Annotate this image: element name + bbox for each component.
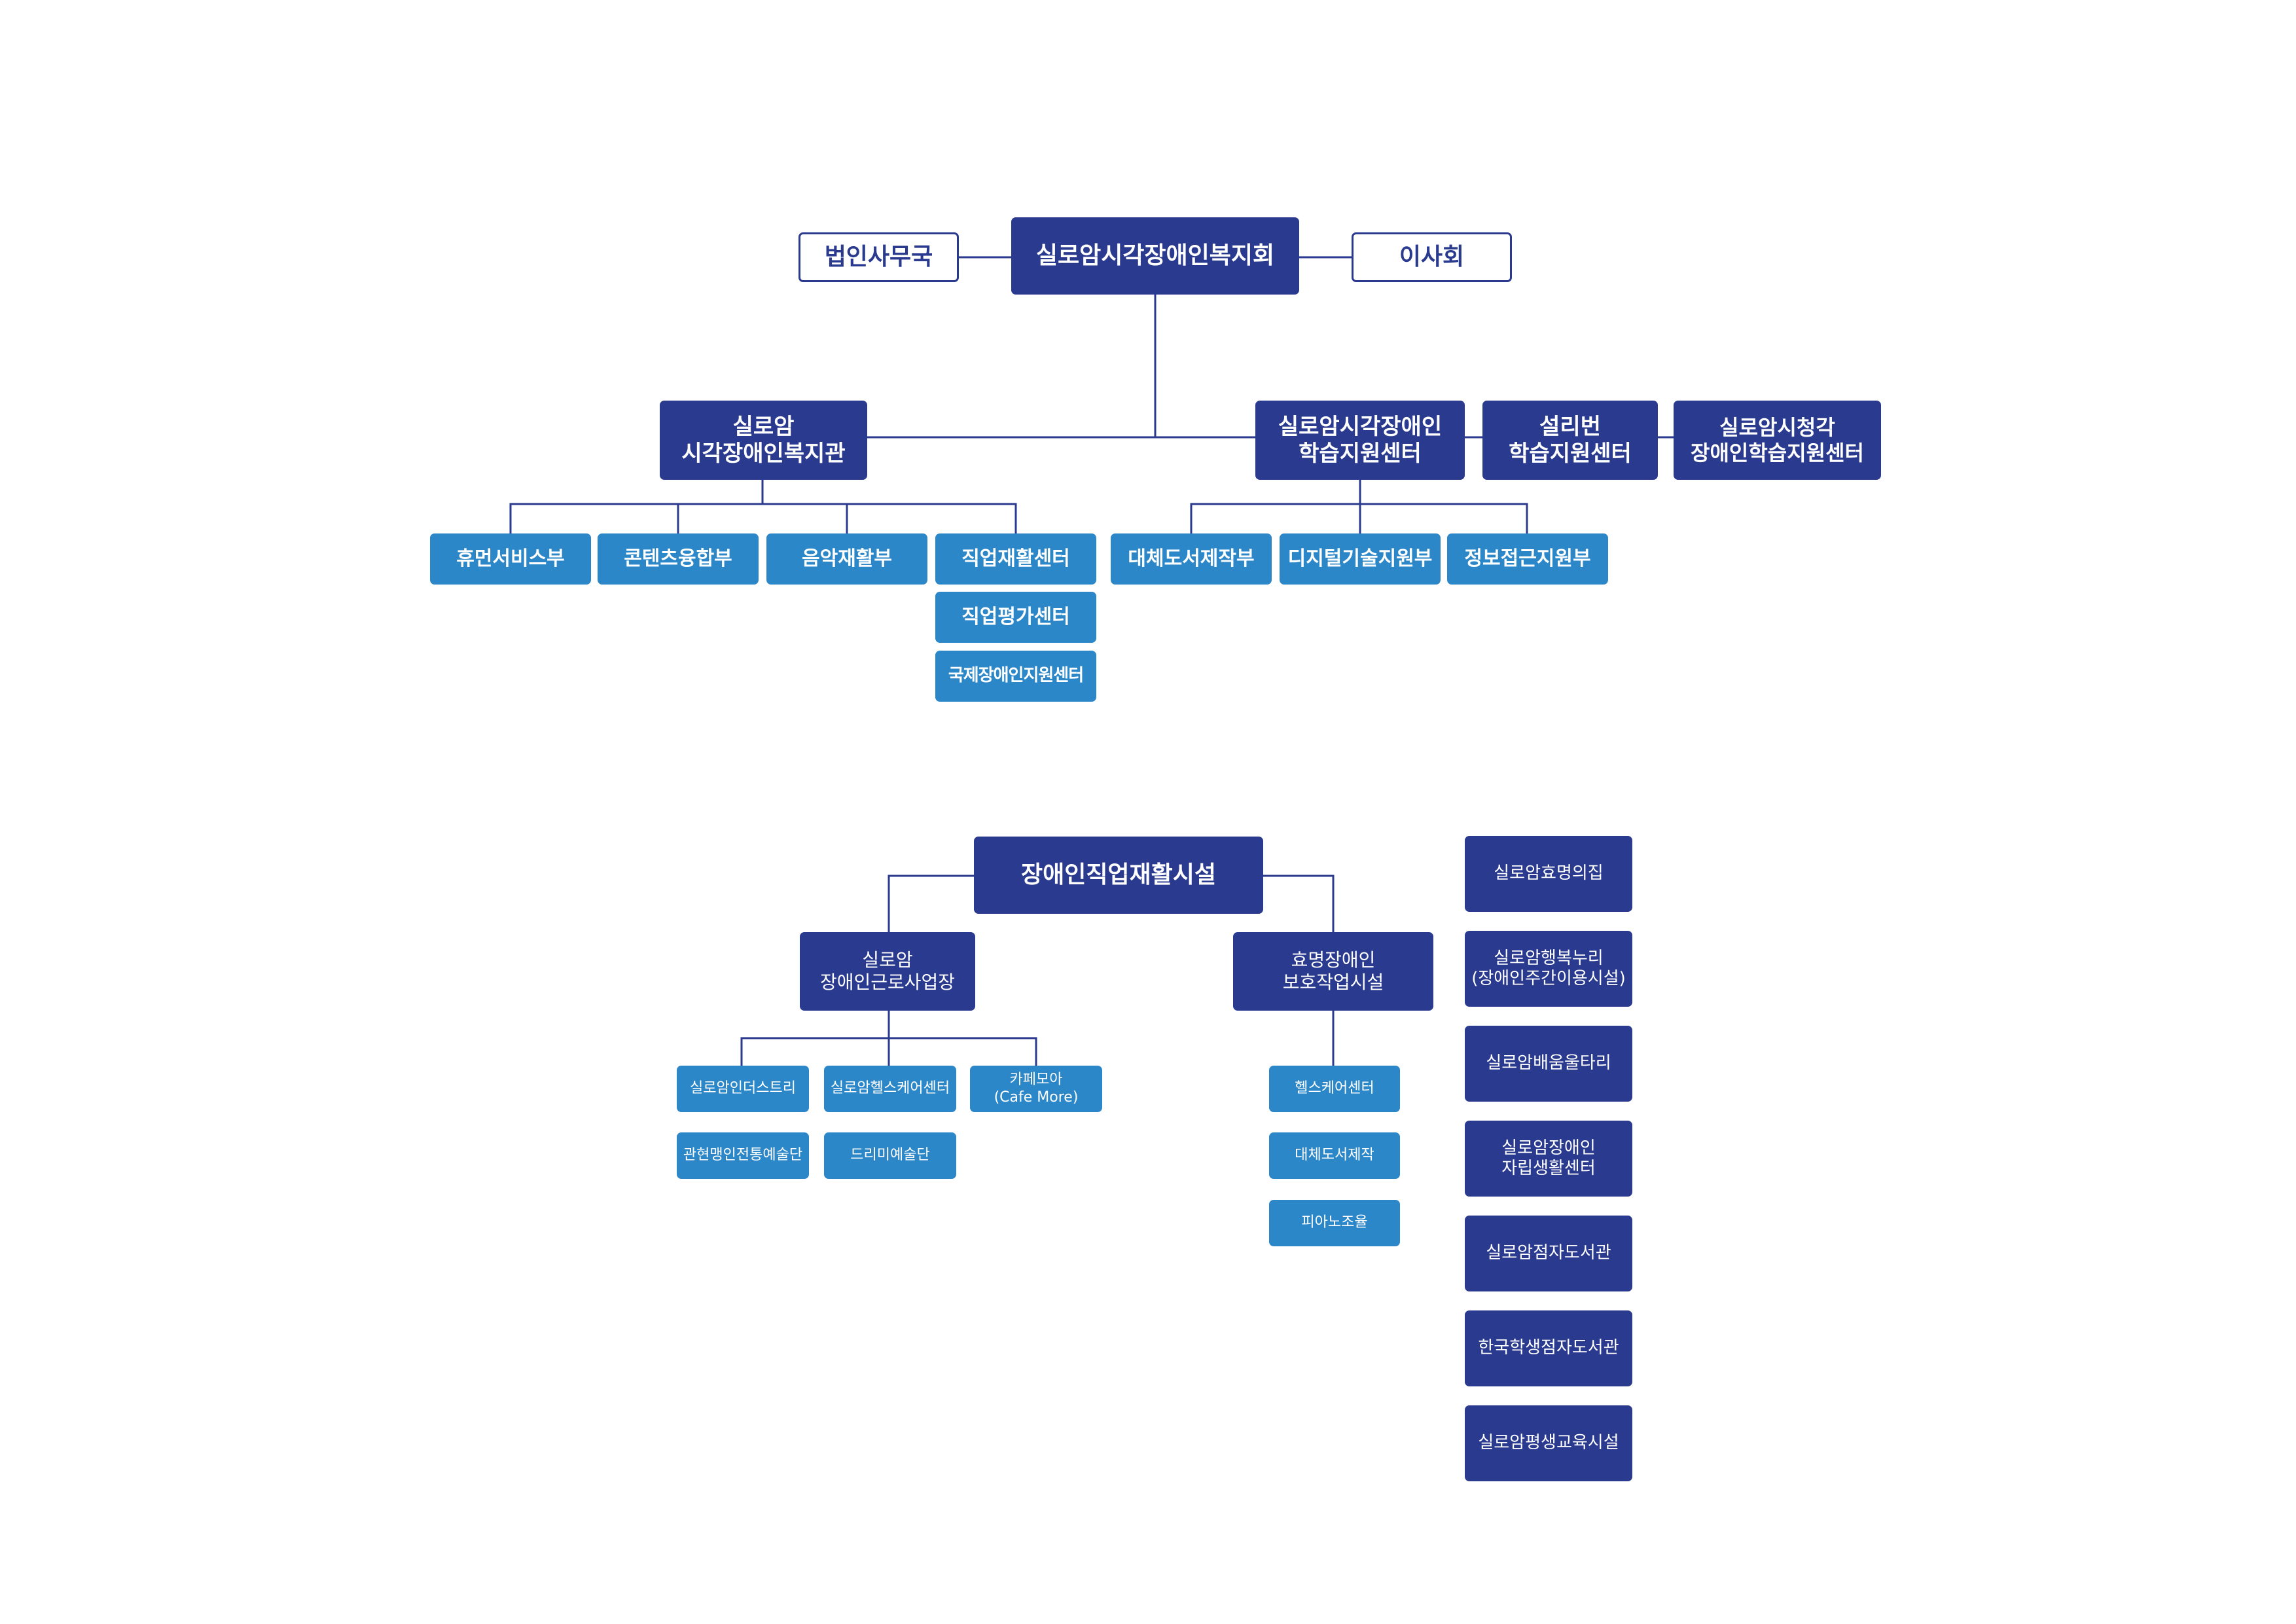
node-learning-support-center: 실로암시각장애인 학습지원센터 [1255, 401, 1465, 480]
node-corporate-office: 법인사무국 [798, 232, 959, 282]
node-alt-books-production: 대체도서제작 [1269, 1132, 1400, 1179]
node-healthcare-center: 헬스케어센터 [1269, 1066, 1400, 1112]
node-independent-living-center: 실로암장애인 자립생활센터 [1465, 1121, 1632, 1197]
node-board-of-directors: 이사회 [1352, 232, 1512, 282]
node-piano-tuning: 피아노조율 [1269, 1200, 1400, 1246]
node-human-services-dept: 휴먼서비스부 [430, 533, 591, 585]
node-cafe-more: 카페모아 (Cafe More) [970, 1066, 1102, 1112]
node-happiness-nuri: 실로암행복누리 (장애인주간이용시설) [1465, 931, 1632, 1007]
node-siloam-industry: 실로암인더스트리 [677, 1066, 809, 1112]
node-digital-tech-dept: 디지털기술지원부 [1280, 533, 1441, 585]
node-alt-books-dept: 대체도서제작부 [1111, 533, 1272, 585]
node-music-rehab-dept: 음악재활부 [766, 533, 927, 585]
node-workplace: 실로암 장애인근로사업장 [800, 932, 975, 1011]
node-dreamy-arts-troupe: 드리미예술단 [824, 1132, 956, 1179]
node-traditional-arts-troupe: 관현맹인전통예술단 [677, 1132, 809, 1179]
node-international-support-center: 국제장애인지원센터 [935, 651, 1096, 702]
node-lifelong-education-facility: 실로암평생교육시설 [1465, 1405, 1632, 1481]
node-welfare-center: 실로암 시각장애인복지관 [660, 401, 867, 480]
node-vocational-rehab-center: 직업재활센터 [935, 533, 1096, 585]
node-root-welfare-society: 실로암시각장애인복지회 [1011, 217, 1299, 295]
connector-facility-right [1263, 875, 1335, 932]
node-siloam-healthcare-center: 실로암헬스케어센터 [824, 1066, 956, 1112]
node-korea-student-braille-library: 한국학생점자도서관 [1465, 1310, 1632, 1386]
connector-facility-left [888, 875, 974, 932]
node-info-access-dept: 정보접근지원부 [1447, 533, 1608, 585]
connector-welfare-bus [509, 503, 1017, 533]
node-braille-library: 실로암점자도서관 [1465, 1216, 1632, 1291]
node-vocational-facility: 장애인직업재활시설 [974, 837, 1263, 914]
node-vocational-evaluation-center: 직업평가센터 [935, 592, 1096, 643]
node-learning-fence: 실로암배움울타리 [1465, 1026, 1632, 1102]
node-deafblind-learning-center: 실로암시청각 장애인학습지원센터 [1674, 401, 1881, 480]
node-hyomyung-house: 실로암효명의집 [1465, 836, 1632, 912]
node-contents-convergence-dept: 콘텐츠융합부 [598, 533, 759, 585]
node-sullivan-learning-center: 설리번 학습지원센터 [1482, 401, 1658, 480]
node-sheltered-workshop: 효명장애인 보호작업시설 [1233, 932, 1433, 1011]
